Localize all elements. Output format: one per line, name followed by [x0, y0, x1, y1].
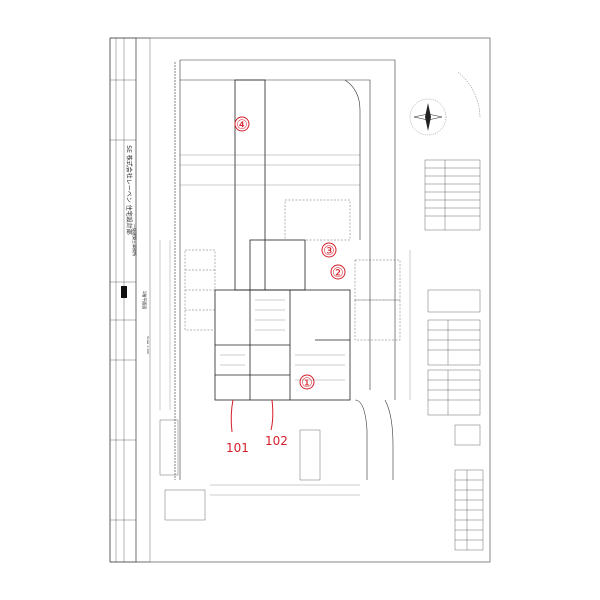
title-block-sub: 一級建築士事務所	[132, 224, 138, 256]
markup-line-102	[270, 399, 274, 431]
title-block: SE 株式会社レーベン 住宅設計部 一級建築士事務所	[109, 37, 138, 563]
site-boundary	[174, 59, 396, 480]
title-strip-2: 1階平面図 Scale 1:100	[135, 37, 151, 563]
markup-label-4: ④	[236, 118, 248, 133]
sheet-border	[109, 37, 491, 563]
markup-circle-4	[234, 116, 250, 132]
parking-grid	[184, 199, 401, 341]
notes-box	[159, 419, 321, 521]
area-table-1	[424, 159, 481, 231]
dimension-lines	[159, 154, 411, 496]
markup-label-2: ②	[332, 266, 344, 281]
markup-label-1: ①	[301, 376, 313, 391]
room-102-label: 102	[265, 434, 288, 448]
markup-circle-2	[330, 264, 346, 280]
wall-hatch	[220, 299, 345, 381]
markup-line-101	[230, 399, 234, 433]
markup-circle-3	[321, 242, 337, 258]
markup-label-3: ③	[323, 244, 335, 259]
drawing-title: 1階平面図	[142, 291, 148, 310]
markup-annotations: ④ ③ ② ① 101 102	[226, 116, 346, 455]
scale-note: Scale 1:100	[146, 336, 150, 354]
compass-north-icon	[409, 71, 481, 136]
area-table-3	[454, 424, 484, 551]
area-table-2	[427, 289, 481, 416]
room-101-label: 101	[226, 441, 249, 455]
markup-circle-1	[299, 374, 315, 390]
title-block-company: SE 株式会社レーベン 住宅設計部	[125, 145, 133, 234]
